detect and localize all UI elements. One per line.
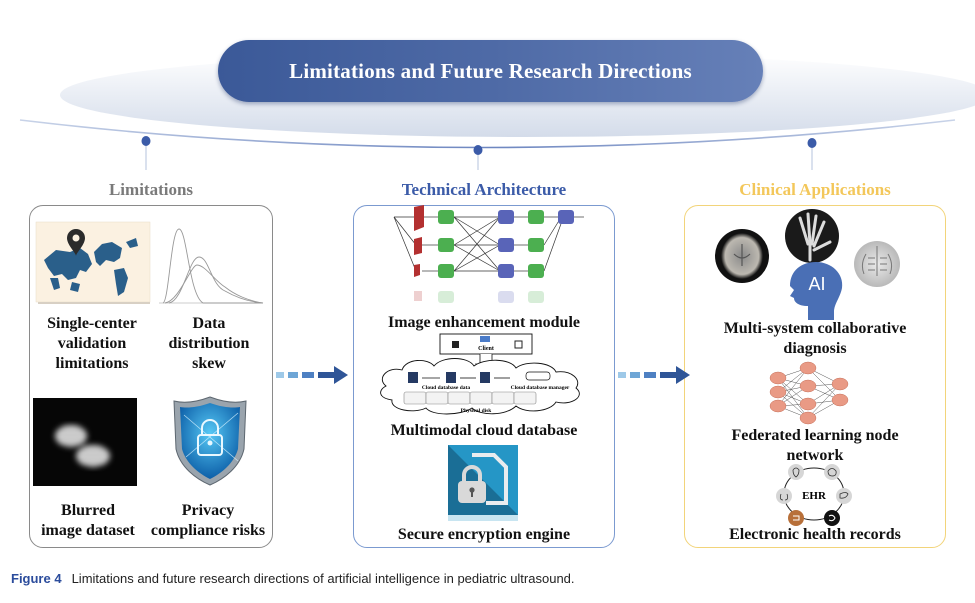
- cloud-database-manager-text: Cloud database manager: [511, 385, 570, 391]
- intestine-organ-icon: [788, 510, 804, 526]
- flow-arrow-left: [276, 366, 348, 384]
- liver-organ-icon: [836, 488, 852, 504]
- shield-lock-icon: [173, 396, 247, 486]
- connector-node-left: [141, 136, 151, 146]
- connector-node-right: [807, 138, 817, 148]
- multimodal-cloud-database-label: Multimodal cloud database: [390, 422, 578, 439]
- title-banner: Limitations and Future Research Directio…: [218, 40, 763, 102]
- cloud-database-icon: Client Cloud database data Cloud databas…: [380, 333, 580, 415]
- cloud-database-data-text: Cloud database data: [422, 385, 471, 391]
- blurred-image-dataset-label: Blurred image dataset: [41, 502, 135, 539]
- limitations-title: Limitations: [108, 180, 194, 199]
- neural-network-pipeline-icon: [393, 205, 584, 303]
- ai-text: AI: [808, 274, 825, 294]
- figure-label: Figure 4: [11, 571, 62, 586]
- image-enhancement-module-label: Image enhancement module: [388, 314, 580, 331]
- ehr-text: EHR: [802, 490, 827, 502]
- federated-node-network-icon: [769, 361, 849, 425]
- blurred-ultrasound-image-icon: [33, 398, 137, 486]
- distribution-curve-1: [162, 228, 263, 304]
- banner-title: Limitations and Future Research Directio…: [289, 58, 692, 83]
- brain-organ-icon: [824, 464, 840, 480]
- ai-head-medical-images-icon: AI: [715, 209, 900, 320]
- connector-node-mid: [473, 145, 483, 155]
- physical-disk-text: Physical disk: [461, 408, 493, 414]
- ehr-organ-cycle-icon: EHR: [776, 464, 852, 526]
- technical-architecture-title: Technical Architecture: [401, 180, 567, 199]
- secure-encryption-engine-label: Secure encryption engine: [397, 526, 571, 543]
- distribution-curve-3: [164, 264, 264, 304]
- encrypted-file-lock-icon: [448, 445, 518, 521]
- stomach-organ-icon: [824, 510, 840, 526]
- location-pin: [67, 229, 85, 256]
- clinical-applications-title: Clinical Applications: [739, 180, 891, 199]
- limitations-panel: [29, 205, 273, 548]
- ai-head-silhouette: [790, 262, 843, 320]
- heart-organ-icon: [788, 464, 804, 480]
- caption-text: Limitations and future research directio…: [71, 571, 575, 586]
- client-text: Client: [478, 346, 494, 352]
- data-distribution-skew-label: Data distribution skew: [168, 315, 250, 372]
- world-map-pin-icon: [35, 221, 151, 304]
- lungs-organ-icon: [776, 488, 792, 504]
- flow-arrow-right: [618, 366, 690, 384]
- federated-learning-node-network-label: Federated learning node network: [731, 427, 899, 464]
- privacy-compliance-risks-label: Privacy compliance risks: [150, 502, 266, 539]
- multi-system-collaborative-diagnosis-label: Multi-system collaborative diagnosis: [723, 320, 907, 357]
- figure-caption: Figure 4 Limitations and future research …: [11, 571, 575, 586]
- electronic-health-records-label: Electronic health records: [729, 526, 901, 543]
- connector-arc: [19, 119, 956, 149]
- single-center-validation-label: Single-center validation limitations: [47, 315, 137, 372]
- skewed-distribution-curves-icon: [159, 228, 264, 304]
